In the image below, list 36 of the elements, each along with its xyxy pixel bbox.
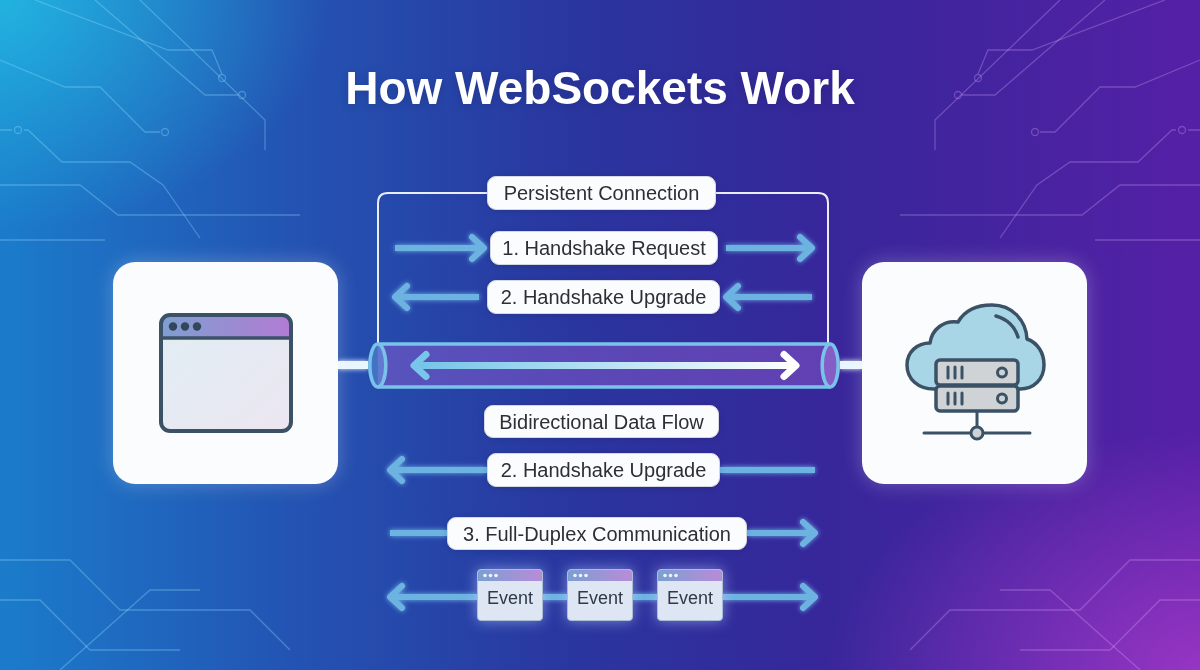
arrow — [387, 583, 477, 611]
label-text: 3. Full-Duplex Communication — [463, 521, 731, 546]
event-label: Event — [667, 588, 713, 610]
label-box — [487, 453, 720, 487]
arrow — [387, 456, 487, 484]
label-box — [487, 280, 720, 314]
icon-card — [113, 262, 338, 484]
label-text: 2. Handshake Upgrade — [500, 458, 707, 482]
arrow — [395, 234, 487, 262]
arrow — [747, 519, 818, 547]
event-label: Event — [577, 588, 623, 610]
connector-line — [543, 594, 567, 600]
connector-line — [390, 530, 447, 536]
arrow — [392, 283, 479, 311]
label-text: Persistent Connection — [503, 181, 700, 205]
connection-tube — [368, 342, 840, 389]
event-label: Event — [487, 588, 533, 610]
label-text: 1. Handshake Request — [502, 236, 706, 260]
event-window — [477, 569, 543, 621]
icon-card — [862, 262, 1087, 484]
label-box — [484, 405, 719, 438]
arrow — [723, 283, 812, 311]
arrow — [723, 583, 818, 611]
label-text: 2. Handshake Upgrade — [500, 285, 707, 309]
arrow — [726, 234, 815, 262]
label-text: Bidirectional Data Flow — [499, 409, 704, 434]
light-beam — [338, 361, 368, 369]
title: How WebSockets Work — [345, 62, 855, 115]
connector-line — [633, 594, 657, 600]
light-beam — [840, 361, 862, 369]
connector-line — [720, 467, 815, 473]
label-box — [447, 517, 747, 550]
label-box — [490, 231, 718, 265]
event-window — [567, 569, 633, 621]
label-box — [487, 176, 716, 210]
event-window — [657, 569, 723, 621]
